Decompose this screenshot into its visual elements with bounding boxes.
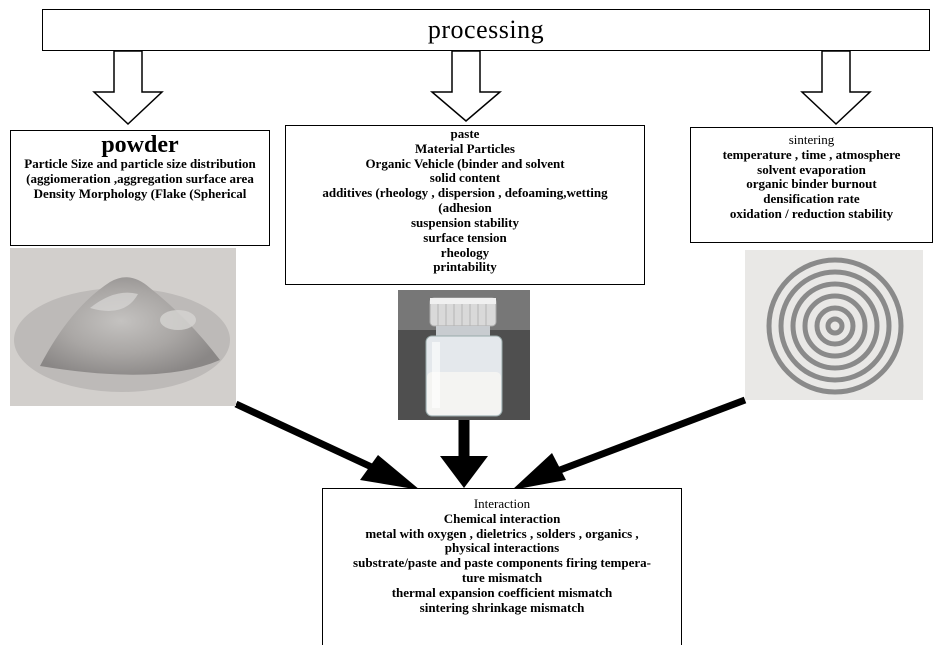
- black-arrow-powder-head: [360, 455, 420, 490]
- processing-title: processing: [427, 15, 545, 45]
- paste-bottle-photo: [398, 290, 530, 420]
- sintering-line: temperature , time , atmosphere: [722, 146, 901, 162]
- interaction-line: sintering shrinkage mismatch: [419, 599, 585, 615]
- interaction-line: Interaction: [473, 496, 531, 511]
- paste-line: Material Particles: [415, 140, 515, 156]
- concentric-rings-image: [745, 250, 923, 400]
- paste-line: printability: [433, 259, 497, 275]
- interaction-line: Chemical interaction: [443, 510, 561, 526]
- hollow-arrow-powder: [92, 50, 164, 126]
- interaction-line: physical interactions: [444, 540, 560, 556]
- paste-box: paste Material Particles Organic Vehicle…: [285, 125, 645, 285]
- sintered-rings-photo: [745, 250, 923, 400]
- powder-title: powder: [101, 132, 179, 158]
- sintering-line: solvent evaporation: [757, 161, 866, 177]
- powder-box: powder Particle Size and particle size d…: [10, 130, 270, 246]
- paste-line: Organic Vehicle (binder and solvent: [365, 155, 565, 171]
- paste-line: rheology: [440, 244, 490, 260]
- hollow-arrow-sintering: [800, 50, 872, 126]
- interaction-line: substrate/paste and paste components fir…: [353, 555, 651, 571]
- black-arrow-sintering-shaft: [558, 396, 747, 474]
- paste-line: additives (rheology , dispersion , defoa…: [322, 185, 608, 201]
- sintering-line: densification rate: [763, 191, 860, 207]
- processing-header-box: processing: [42, 9, 930, 51]
- interaction-line: thermal expansion coefficient mismatch: [391, 584, 613, 600]
- powder-photo: [10, 248, 236, 406]
- sintering-line: oxidation / reduction stability: [729, 206, 894, 222]
- hollow-arrow-paste: [429, 50, 503, 122]
- black-arrow-paste-head: [440, 456, 488, 488]
- powder-pile-image: [10, 248, 236, 406]
- paste-line: suspension stability: [410, 214, 519, 230]
- black-arrow-sintering-head: [512, 453, 566, 490]
- sintering-line: organic binder burnout: [746, 176, 877, 192]
- sintering-line: sintering: [788, 132, 835, 147]
- paste-line: paste: [450, 126, 480, 141]
- black-arrow-powder-shaft: [234, 400, 380, 474]
- sintering-box: sintering temperature , time , atmospher…: [690, 127, 933, 243]
- paste-line: solid content: [429, 170, 501, 186]
- paste-line: surface tension: [423, 229, 507, 245]
- bottle-image: [398, 290, 530, 420]
- paste-line: (adhesion: [438, 200, 492, 216]
- powder-description: Particle Size and particle size distribu…: [24, 156, 256, 201]
- interaction-line: metal with oxygen , dieletrics , solders…: [365, 525, 639, 541]
- interaction-line: ture mismatch: [461, 570, 543, 586]
- interaction-box: Interaction Chemical interaction metal w…: [322, 488, 682, 645]
